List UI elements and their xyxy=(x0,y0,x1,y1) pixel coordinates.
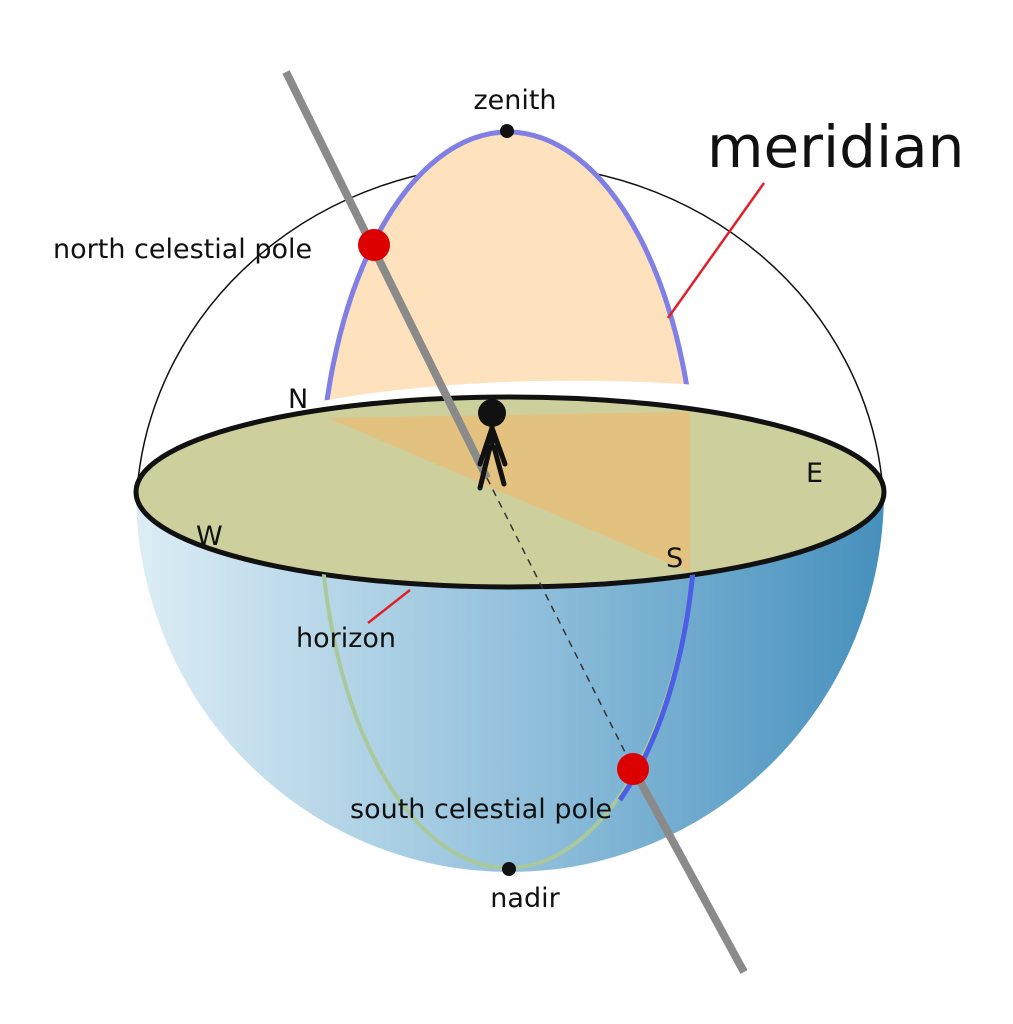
meridian-plane-on-horizon xyxy=(328,412,690,572)
south-direction-label: S xyxy=(666,543,683,574)
lower-hemisphere xyxy=(136,492,884,872)
north-celestial-pole-marker xyxy=(358,229,390,261)
zenith-marker xyxy=(500,124,514,138)
nadir-label: nadir xyxy=(490,883,560,914)
stick-figure-icon xyxy=(477,399,508,491)
celestial-axis-hidden xyxy=(486,477,635,771)
meridian-plane-upper xyxy=(320,132,696,492)
nadir-marker xyxy=(502,862,516,876)
celestial-axis-lower xyxy=(630,768,748,974)
horizon-circle xyxy=(133,394,887,590)
horizon-label: horizon xyxy=(296,623,396,654)
zenith-label: zenith xyxy=(473,85,556,116)
south-celestial-pole-marker xyxy=(617,753,649,785)
north-direction-label: N xyxy=(288,384,308,415)
horizon-pointer xyxy=(367,589,411,624)
north-celestial-pole-label: north celestial pole xyxy=(53,234,312,265)
celestial-axis-upper xyxy=(282,70,491,480)
west-direction-label: W xyxy=(196,521,223,552)
east-direction-label: E xyxy=(806,458,823,489)
meridian-pointer xyxy=(666,182,766,319)
south-celestial-pole-label: south celestial pole xyxy=(350,794,612,825)
meridian-label: meridian xyxy=(707,113,964,181)
